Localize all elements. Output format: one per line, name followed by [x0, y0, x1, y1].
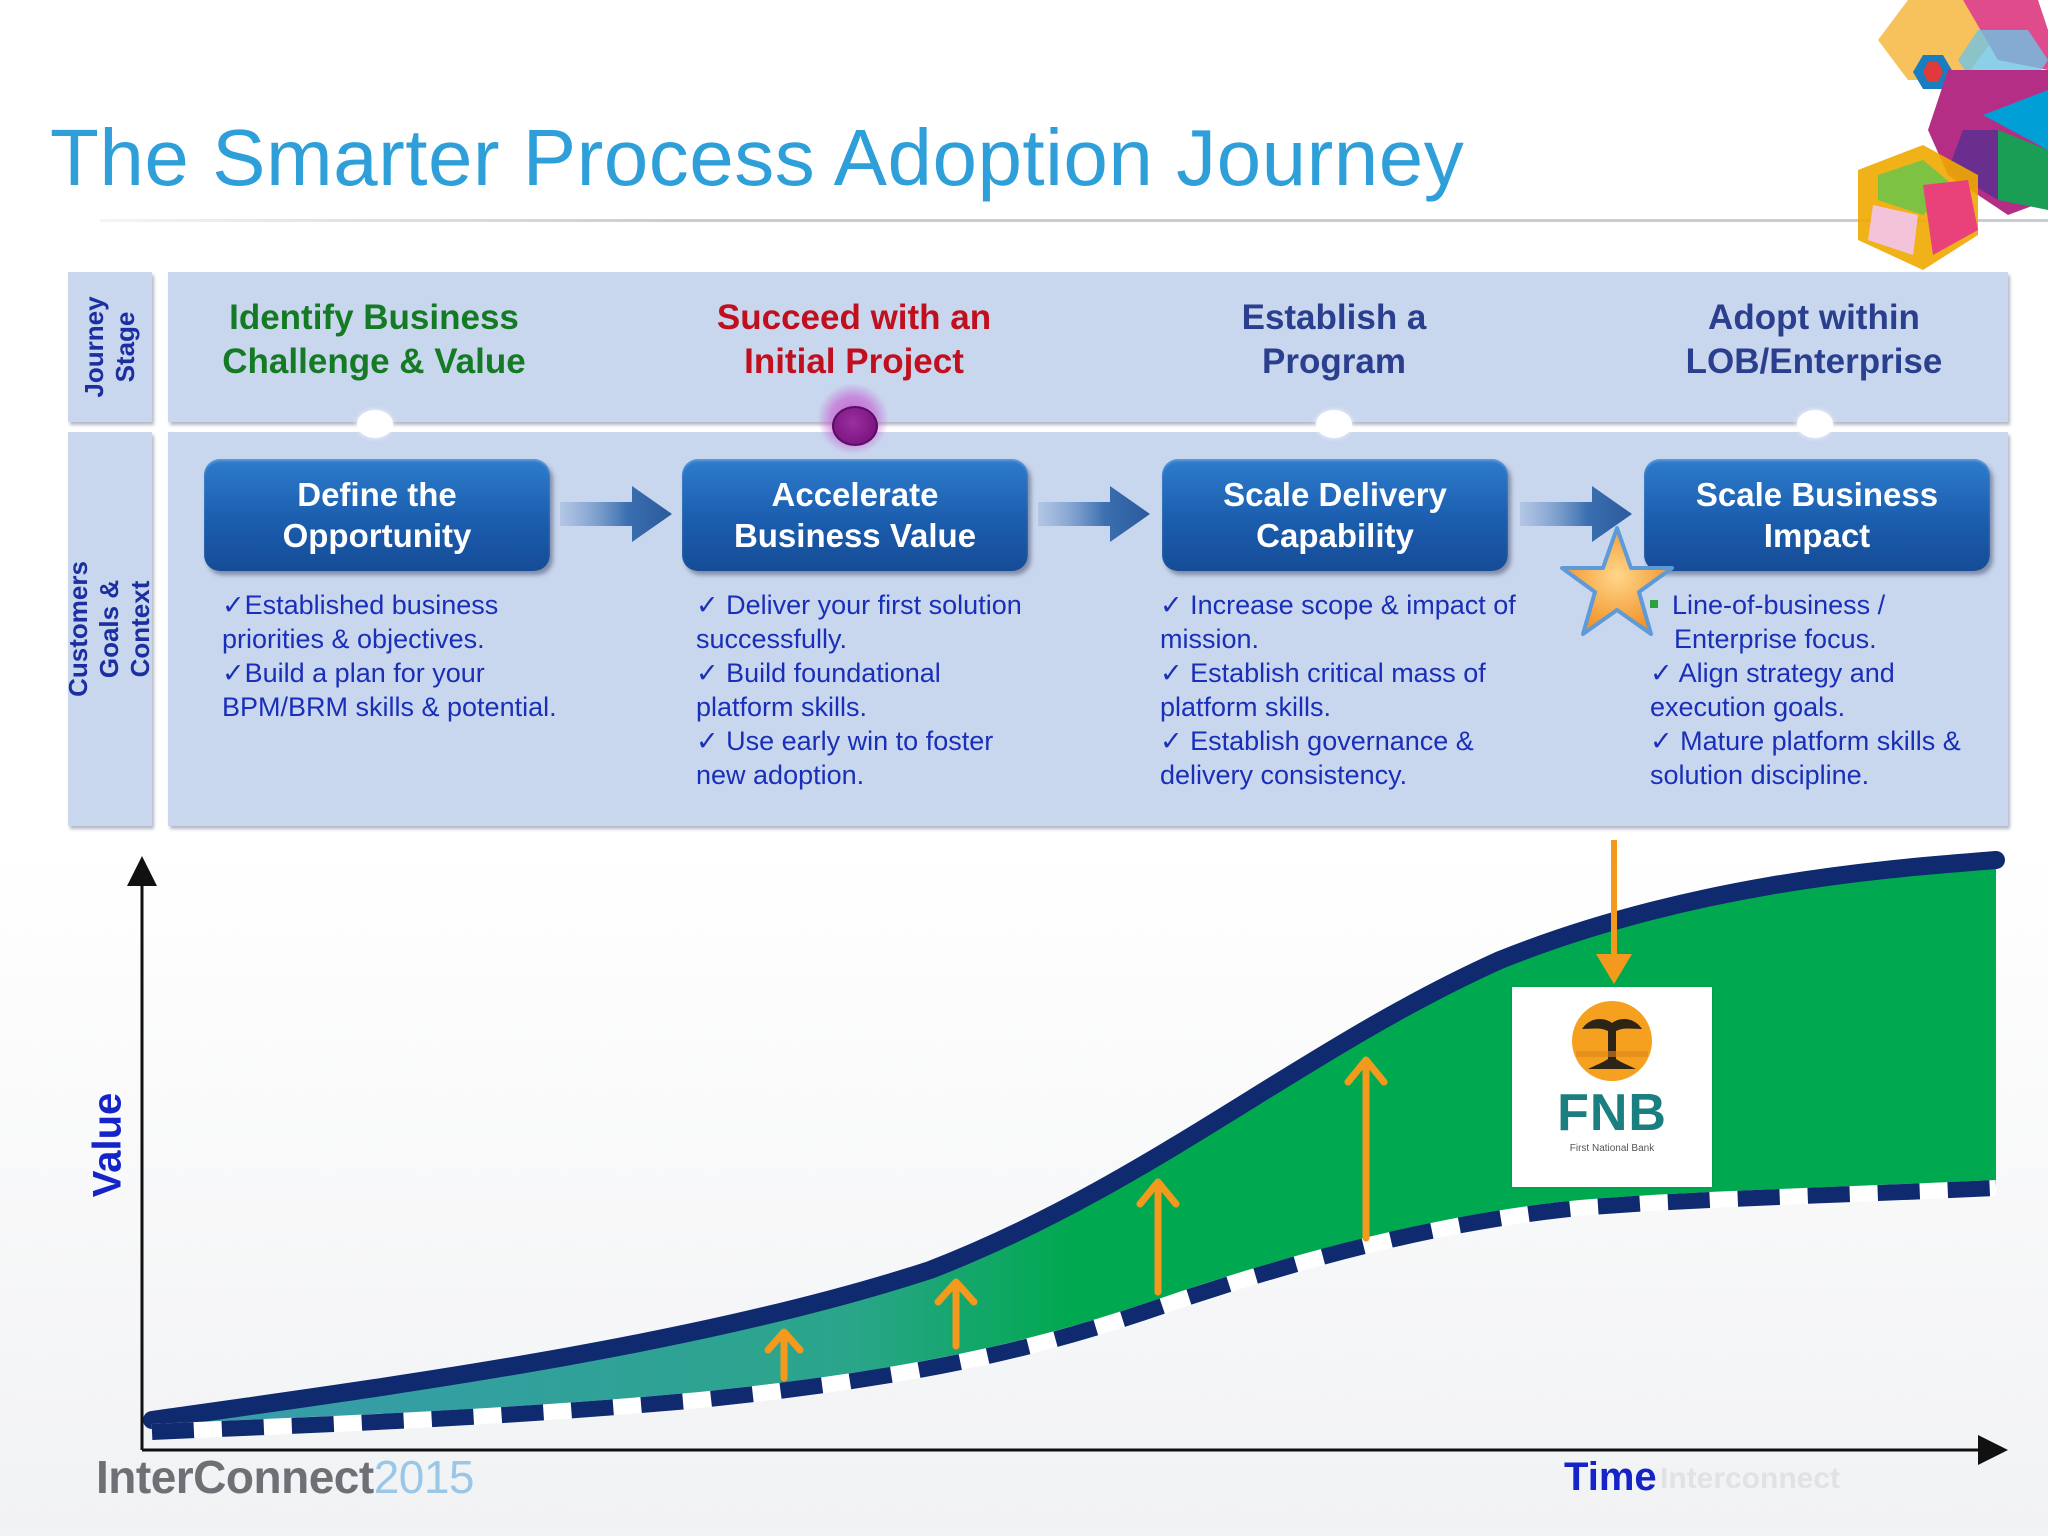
value-time-chart [127, 840, 2008, 1465]
customers-goals-label: Customers Goals & Context [63, 561, 156, 697]
growth-arrow-icon [1136, 1178, 1180, 1296]
decorative-hexagons [1858, 0, 2048, 270]
stage-marker-4 [1797, 410, 1833, 438]
x-axis-label: Time [1564, 1455, 1657, 1499]
goal-points-1: ✓Established business priorities & objec… [222, 588, 562, 724]
stage-adopt-enterprise: Adopt within LOB/Enterprise [1685, 298, 1943, 381]
growth-arrow-icon [1344, 1056, 1388, 1242]
growth-arrow-icon [764, 1328, 804, 1382]
goal-define-opportunity: Define the Opportunity [204, 459, 550, 571]
goal-scale-business-impact: Scale Business Impact [1644, 459, 1990, 571]
row-header-journey-stage: Journey Stage [68, 272, 152, 422]
goal-point: ✓ Mature platform skills & solution disc… [1650, 726, 1961, 790]
goal-point: ✓ Build foundational platform skills. [696, 658, 941, 722]
goal-scale-delivery: Scale Delivery Capability [1162, 459, 1508, 571]
page-title: The Smarter Process Adoption Journey [50, 113, 1465, 202]
goal-accelerate-business-value: Accelerate Business Value [682, 459, 1028, 571]
star-icon [1560, 526, 1674, 636]
stage-identify-business: Identify Business Challenge & Value [222, 298, 526, 381]
row-header-customers-goals: Customers Goals & Context [63, 432, 156, 826]
connector-arrowhead-icon [1596, 954, 1632, 984]
goal-points-2: ✓ Deliver your first solution successful… [696, 588, 1036, 792]
stage-succeed-initial-project: Succeed with an Initial Project [716, 298, 992, 381]
tree-emblem-icon [1572, 1001, 1652, 1081]
upper-value-curve [143, 851, 2005, 1429]
journey-stage-label: Journey Stage [78, 296, 140, 398]
growth-arrows [764, 1056, 1388, 1382]
goal-point-text: Line-of-business / Enterprise focus. [1672, 590, 1886, 654]
step-arrow-icon [560, 486, 672, 542]
goal-point: ✓ Establish governance & delivery consis… [1160, 726, 1474, 790]
goal-point: ✓Established business priorities & objec… [222, 590, 499, 654]
goal-point: ✓ Establish critical mass of platform sk… [1160, 658, 1486, 722]
value-area [152, 860, 1996, 1432]
goal-points-4: Line-of-business / Enterprise focus. ✓ A… [1650, 588, 2000, 792]
fnb-logo-text: FNB [1557, 1084, 1667, 1142]
interconnect-logo: InterConnect2015 [96, 1450, 475, 1504]
journey-stage-band [168, 272, 2008, 422]
stage-marker-1 [357, 410, 393, 438]
goal-point: ✓Build a plan for your BPM/BRM skills & … [222, 658, 557, 722]
growth-arrow-icon [934, 1278, 978, 1350]
y-axis-label: Value [85, 1092, 130, 1198]
time-ghost-watermark: Interconnect [1660, 1462, 1841, 1495]
goal-point: ✓ Deliver your first solution successful… [696, 590, 1022, 654]
goal-points-3: ✓ Increase scope & impact of mission. ✓ … [1160, 588, 1520, 792]
goal-point: ✓ Increase scope & impact of mission. [1160, 590, 1516, 654]
title-divider [100, 219, 2048, 222]
interconnect-year: 2015 [373, 1451, 475, 1503]
goal-point: ✓ Align strategy and execution goals. [1650, 658, 1895, 722]
bullet-square-icon [1650, 599, 1658, 608]
interconnect-brand: InterConnect [96, 1451, 374, 1503]
goal-point: ✓ Use early win to foster new adoption. [696, 726, 994, 790]
step-arrow-icon [1038, 486, 1150, 542]
stage-establish-program: Establish a Program [1241, 298, 1427, 381]
fnb-logo-subtitle: First National Bank [1569, 1143, 1655, 1154]
stage-marker-3 [1316, 410, 1352, 438]
stage-marker-active [832, 406, 878, 446]
step-arrow-icon [1520, 486, 1632, 542]
fnb-logo: FNB First National Bank [1512, 987, 1712, 1187]
goal-point: Line-of-business / Enterprise focus. [1650, 588, 2000, 656]
